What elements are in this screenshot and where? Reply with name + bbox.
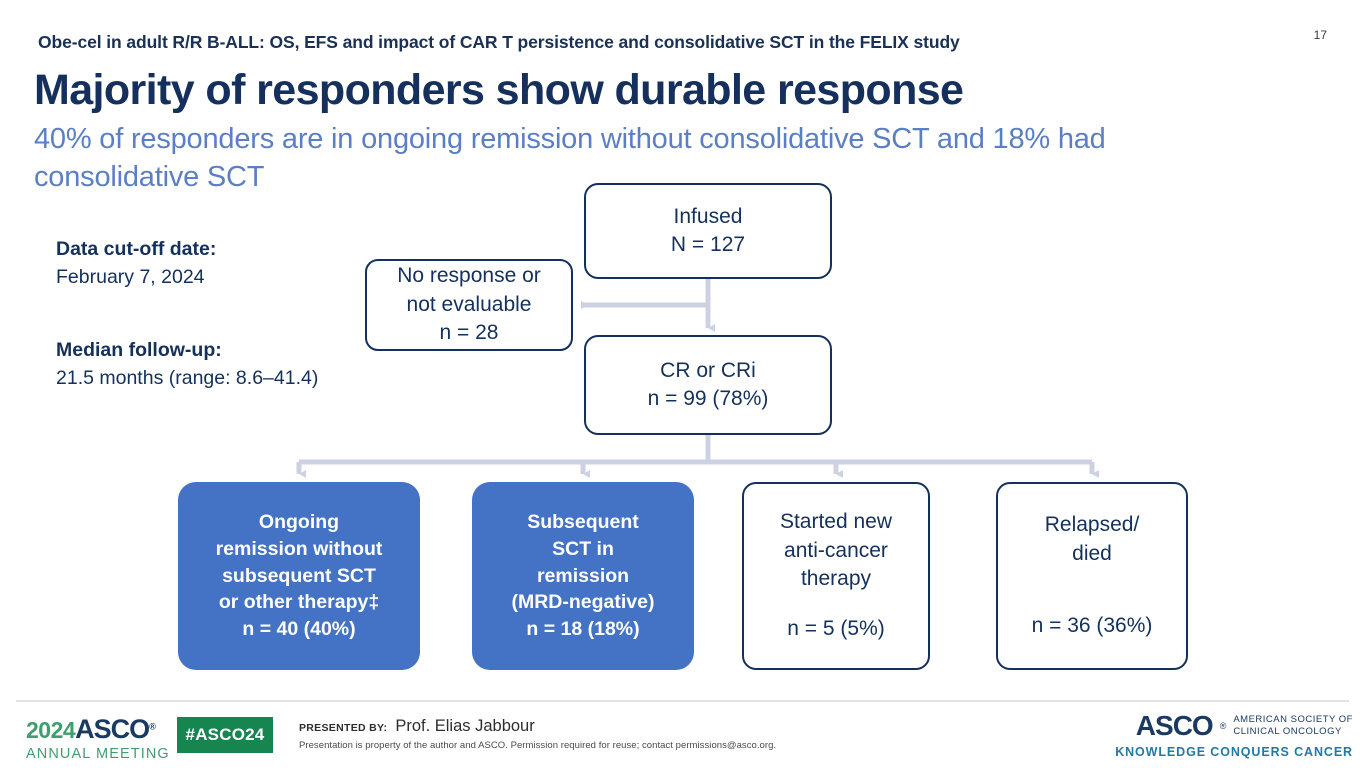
page-title: Majority of responders show durable resp… xyxy=(34,66,964,114)
running-head: Obe-cel in adult R/R B-ALL: OS, EFS and … xyxy=(38,32,960,52)
no-response-line-3: n = 28 xyxy=(439,321,499,345)
ongoing-line-5: n = 40 (40%) xyxy=(242,618,356,641)
no-response-line-1: No response or xyxy=(397,264,541,288)
meeting-brand: ASCO xyxy=(75,714,150,744)
median-followup-label: Median follow-up: xyxy=(56,339,222,361)
ongoing-line-4: or other therapy‡ xyxy=(218,591,380,614)
relapsed-line-2: died xyxy=(1072,541,1112,565)
flow-box-relapsed-died: Relapsed/ died n = 36 (36%) xyxy=(996,482,1188,670)
subsequent-sct-line-4: (MRD-negative) xyxy=(511,591,655,614)
data-cutoff-value: February 7, 2024 xyxy=(56,265,205,288)
asco-society-line-2: CLINICAL ONCOLOGY xyxy=(1233,726,1342,737)
presented-by-row: Presented By: Prof. Elias Jabbour xyxy=(299,717,535,736)
new-therapy-line-3: therapy xyxy=(800,567,872,590)
meeting-year: 2024 xyxy=(26,717,76,743)
asco-tagline: KNOWLEDGE CONQUERS CANCER xyxy=(1115,745,1353,759)
asco-brand: ASCO xyxy=(1135,710,1214,741)
infused-line-1: Infused xyxy=(673,204,743,228)
presented-by-label: Presented By: xyxy=(299,722,388,734)
flow-box-subsequent-sct: Subsequent SCT in remission (MRD-negativ… xyxy=(472,482,694,670)
footer-divider xyxy=(16,700,1349,702)
subsequent-sct-line-3: remission xyxy=(536,564,630,587)
new-therapy-line-2: anti-cancer xyxy=(784,538,888,562)
asco-annual-meeting-logo: 2024ASCO® ANNUAL MEETING xyxy=(26,716,170,762)
subsequent-sct-line-1: Subsequent xyxy=(527,510,639,533)
relapsed-line-1: Relapsed/ xyxy=(1044,513,1140,537)
subsequent-sct-line-5: n = 18 (18%) xyxy=(526,618,640,641)
asco-society-name: AMERICAN SOCIETY OF CLINICAL ONCOLOGY xyxy=(1233,714,1353,738)
flow-box-no-response: No response or not evaluable n = 28 xyxy=(365,259,573,351)
meeting-subtitle: ANNUAL MEETING xyxy=(26,746,170,762)
infused-line-2: N = 127 xyxy=(670,233,746,256)
page-number: 17 xyxy=(1313,28,1327,42)
ongoing-line-3: subsequent SCT xyxy=(222,564,376,587)
ongoing-line-1: Ongoing xyxy=(258,510,340,533)
data-cutoff-block: Data cut-off date: February 7, 2024 xyxy=(56,236,216,291)
asco-meeting-logo-top: 2024ASCO® xyxy=(26,716,170,743)
relapsed-line-3: n = 36 (36%) xyxy=(1031,614,1153,638)
new-therapy-line-1: Started new xyxy=(779,510,893,534)
presenter-name: Prof. Elias Jabbour xyxy=(395,717,535,735)
median-followup-block: Median follow-up: 21.5 months (range: 8.… xyxy=(56,337,318,392)
no-response-line-2: not evaluable xyxy=(406,292,532,316)
flow-box-new-anticancer-therapy: Started new anti-cancer therapy n = 5 (5… xyxy=(742,482,930,670)
data-cutoff-label: Data cut-off date: xyxy=(56,238,217,260)
hashtag-badge[interactable]: #ASCO24 xyxy=(177,717,273,753)
ongoing-line-2: remission without xyxy=(215,537,383,560)
new-therapy-line-4: n = 5 (5%) xyxy=(787,617,885,641)
meeting-registered-icon: ® xyxy=(149,721,156,732)
asco-society-line-1: AMERICAN SOCIETY OF xyxy=(1233,714,1353,726)
page-subtitle: 40% of responders are in ongoing remissi… xyxy=(34,123,1106,194)
flow-box-ongoing-remission: Ongoing remission without subsequent SCT… xyxy=(178,482,420,670)
median-followup-value: 21.5 months (range: 8.6–41.4) xyxy=(56,366,319,389)
flow-box-infused: Infused N = 127 xyxy=(584,183,832,279)
cr-cri-line-1: CR or CRi xyxy=(660,358,756,382)
asco-logo-row: ASCO ® AMERICAN SOCIETY OF CLINICAL ONCOL… xyxy=(1115,712,1353,740)
flow-box-cr-or-cri: CR or CRi n = 99 (78%) xyxy=(584,335,832,435)
hashtag-label: #ASCO24 xyxy=(185,725,265,744)
asco-registered-icon: ® xyxy=(1219,720,1227,731)
subsequent-sct-line-2: SCT in xyxy=(552,537,614,560)
cr-cri-line-2: n = 99 (78%) xyxy=(647,387,769,410)
permission-note: Presentation is property of the author a… xyxy=(299,740,777,751)
asco-corporate-logo: ASCO ® AMERICAN SOCIETY OF CLINICAL ONCOL… xyxy=(1115,712,1353,759)
